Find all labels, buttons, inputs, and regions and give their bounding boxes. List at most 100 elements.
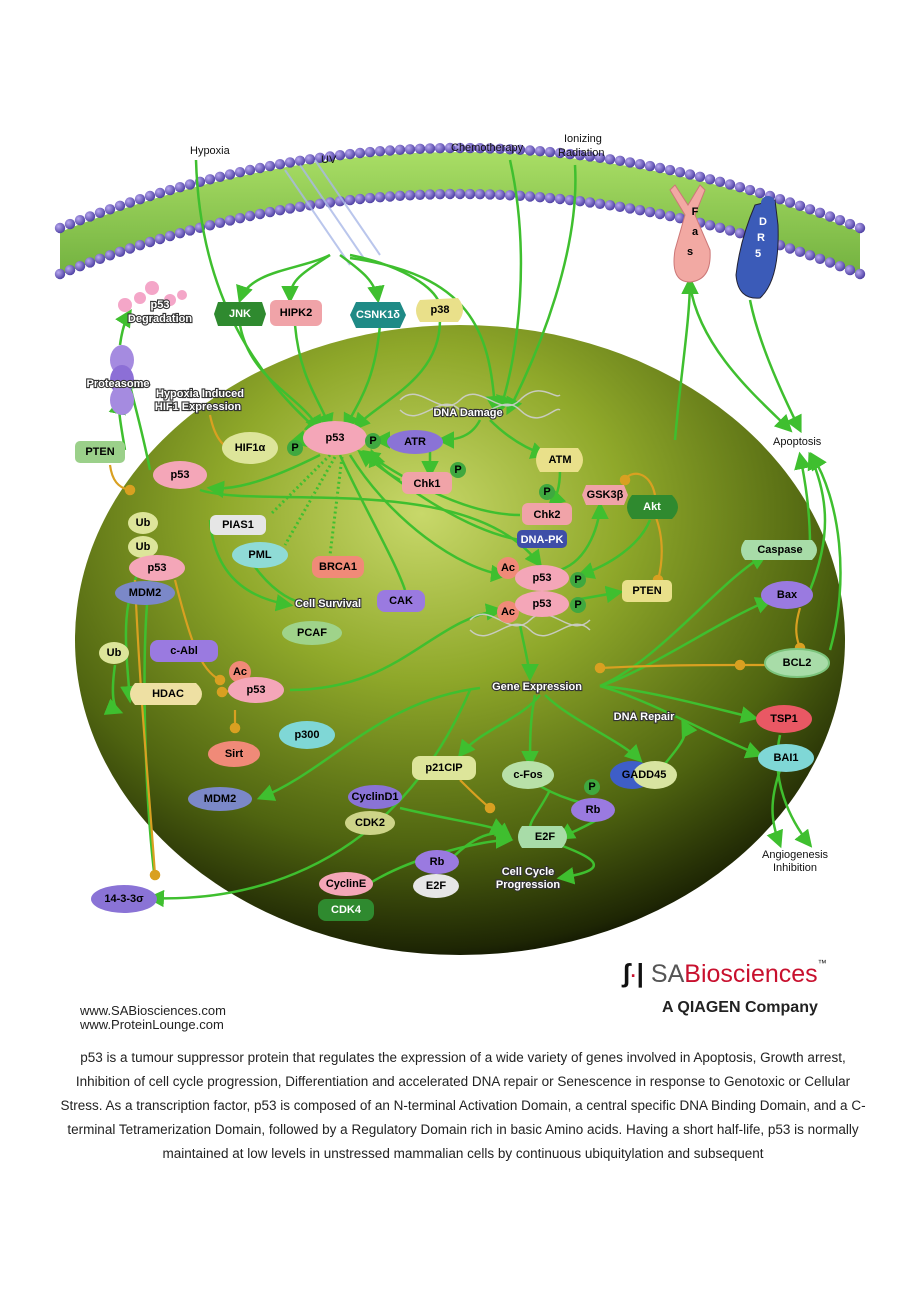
svg-text:Ub: Ub xyxy=(136,541,151,553)
14-3-3s-node[interactable]: 14-3-3σ xyxy=(91,885,157,913)
brand-tm: ™ xyxy=(817,958,827,968)
p53-left-node[interactable]: p53 xyxy=(153,461,207,489)
membrane-lipid-bead xyxy=(124,243,136,254)
cdk2-node[interactable]: CDK2 xyxy=(345,811,395,835)
ub-node[interactable]: Ub xyxy=(99,642,129,664)
membrane-lipid-bead xyxy=(154,233,166,245)
csnk1d-node[interactable]: CSNK1δ xyxy=(350,302,406,328)
p53-center-node[interactable]: p53 xyxy=(228,677,284,703)
cycline-node[interactable]: CyclinE xyxy=(319,872,373,896)
membrane-lipid-bead xyxy=(364,192,376,204)
chk2-node[interactable]: Chk2 xyxy=(522,503,572,525)
membrane-lipid-bead xyxy=(534,192,546,203)
p300-node[interactable]: p300 xyxy=(279,721,335,749)
hif1a-node[interactable]: HIF1α xyxy=(222,432,278,464)
rb-left-node[interactable]: Rb xyxy=(415,850,459,874)
rb-right-node[interactable]: Rb xyxy=(571,798,615,822)
tsp1-node[interactable]: TSP1 xyxy=(756,705,812,733)
membrane-lipid-bead xyxy=(574,196,586,207)
bai1-node[interactable]: BAI1 xyxy=(758,744,814,772)
membrane-lipid-bead xyxy=(524,191,536,202)
membrane-lipid-bead xyxy=(334,150,346,161)
url-sabiosciences[interactable]: www.SABiosciences.com xyxy=(80,1003,226,1018)
membrane-lipid-bead xyxy=(214,217,226,228)
membrane-lipid-bead xyxy=(344,194,356,206)
p53-mdm2-node[interactable]: p53 xyxy=(129,555,185,581)
membrane-lipid-bead xyxy=(394,144,406,155)
cyclind1-node[interactable]: CyclinD1 xyxy=(348,785,402,809)
svg-text:Rb: Rb xyxy=(430,856,445,868)
label-ionizing: Ionizing xyxy=(564,133,602,145)
e2f-left-node[interactable]: E2F xyxy=(413,874,459,898)
gadd45-node[interactable]: GADD45 xyxy=(610,761,677,789)
pml-node[interactable]: PML xyxy=(232,542,288,568)
mdm2-top-node[interactable]: MDM2 xyxy=(115,581,175,605)
gsk3b-node[interactable]: GSK3β xyxy=(582,485,628,505)
cfos-node[interactable]: c-Fos xyxy=(502,761,554,789)
ub-node[interactable]: Ub xyxy=(128,536,158,558)
sabiosciences-logo[interactable]: ʃ·| SABiosciences™ A QIAGEN Company xyxy=(622,958,832,1017)
membrane-lipid-bead xyxy=(204,220,216,231)
membrane-lipid-bead xyxy=(404,190,416,201)
jnk-node[interactable]: JNK xyxy=(214,302,266,326)
cak-node[interactable]: CAK xyxy=(377,590,425,612)
hipk2-node[interactable]: HIPK2 xyxy=(270,300,322,326)
atm-node[interactable]: ATM xyxy=(536,448,583,472)
akt-node[interactable]: Akt xyxy=(627,495,678,519)
dnapk-node[interactable]: DNA-PK xyxy=(517,530,567,548)
pten-left-node[interactable]: PTEN xyxy=(75,441,125,463)
phosphate-icon: P xyxy=(570,597,586,613)
svg-text:Ac: Ac xyxy=(233,666,247,678)
membrane-lipid-bead xyxy=(444,188,456,200)
membrane-lipid-bead xyxy=(614,155,626,166)
p53-tetramer-node[interactable]: p53 xyxy=(515,591,569,617)
brca1-node[interactable]: BRCA1 xyxy=(312,556,364,578)
mdm2-bottom-node[interactable]: MDM2 xyxy=(188,787,252,811)
membrane-lipid-bead xyxy=(744,184,756,196)
pcaf-node[interactable]: PCAF xyxy=(282,621,342,645)
membrane-lipid-bead xyxy=(284,157,296,168)
svg-text:Ac: Ac xyxy=(501,606,515,618)
bcl2-node[interactable]: BCL2 xyxy=(764,648,830,678)
p38-node[interactable]: p38 xyxy=(416,298,463,322)
svg-text:p53: p53 xyxy=(148,562,167,574)
svg-text:P: P xyxy=(369,435,376,447)
sirt-node[interactable]: Sirt xyxy=(208,741,260,767)
label-hypoxia-induced: Hypoxia Induced xyxy=(156,388,244,400)
membrane-lipid-bead xyxy=(664,164,676,176)
membrane-lipid-bead xyxy=(834,215,846,226)
svg-text:p53: p53 xyxy=(171,469,190,481)
membrane-lipid-bead xyxy=(714,176,726,187)
membrane-lipid-bead xyxy=(114,200,126,211)
membrane-lipid-bead xyxy=(854,268,866,280)
pten-right-node[interactable]: PTEN xyxy=(622,580,672,602)
e2f-right-node[interactable]: E2F xyxy=(518,826,567,848)
label-dna-damage: DNA Damage xyxy=(433,407,502,419)
membrane-lipid-bead xyxy=(804,250,816,261)
ub-node[interactable]: Ub xyxy=(128,512,158,534)
caspase-node[interactable]: Caspase xyxy=(741,540,817,560)
membrane-lipid-bead xyxy=(224,215,236,226)
membrane-lipid-bead xyxy=(774,194,786,205)
svg-text:p53: p53 xyxy=(533,598,552,610)
membrane-lipid-bead xyxy=(554,147,566,159)
svg-text:p53: p53 xyxy=(326,432,345,444)
membrane-lipid-bead xyxy=(784,243,796,254)
p53-tetramer-node[interactable]: p53 xyxy=(515,565,569,591)
hdac-node[interactable]: HDAC xyxy=(130,683,202,705)
p53-main-node[interactable]: p53 xyxy=(303,421,367,455)
membrane-lipid-bead xyxy=(314,198,326,209)
svg-text:ATM: ATM xyxy=(548,454,571,466)
membrane-lipid-bead xyxy=(544,146,556,158)
url-proteinlounge[interactable]: www.ProteinLounge.com xyxy=(80,1017,224,1032)
membrane-lipid-bead xyxy=(294,201,306,212)
svg-text:DNA-PK: DNA-PK xyxy=(521,534,564,546)
p21cip-node[interactable]: p21CIP xyxy=(412,756,476,780)
source-urls: www.SABiosciences.com www.ProteinLounge.… xyxy=(80,1004,226,1032)
chk1-node[interactable]: Chk1 xyxy=(402,472,452,494)
pias1-node[interactable]: PIAS1 xyxy=(210,515,266,535)
bax-node[interactable]: Bax xyxy=(761,581,813,609)
cabl-node[interactable]: c-Abl xyxy=(150,640,218,662)
cdk4-node[interactable]: CDK4 xyxy=(318,899,374,921)
atr-node[interactable]: ATR xyxy=(387,430,443,454)
